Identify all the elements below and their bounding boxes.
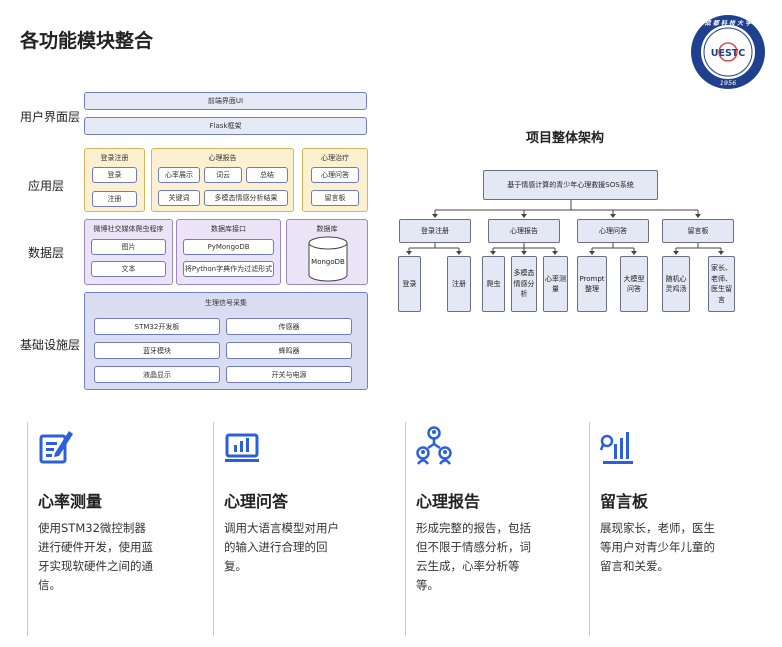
- logo-monogram: UESTC: [711, 48, 746, 59]
- tree-connectors: [406, 200, 724, 255]
- feature-card-report: 心理报告 形成完整的报告，包括但不限于情感分析，词云生成，心率分析等等。: [406, 422, 586, 640]
- app-therapy-panel: 心理治疗 心理问答 留言板: [302, 148, 368, 212]
- feature-title: 心率测量: [38, 492, 103, 511]
- feature-desc: 调用大语言模型对用户的输入进行合理的回复。: [224, 521, 339, 573]
- feature-divider: [589, 422, 590, 636]
- login-button[interactable]: 登录: [92, 167, 137, 183]
- switch-power-button[interactable]: 开关与电源: [226, 366, 352, 383]
- sensor-button[interactable]: 传感器: [226, 318, 352, 335]
- summary-button[interactable]: 总结: [246, 167, 288, 183]
- data-db-api-title: 数据库接口: [211, 225, 246, 233]
- flask-framework-bar: Flask框架: [84, 117, 367, 135]
- word-cloud-button[interactable]: 词云: [204, 167, 242, 183]
- infra-panel: 生理信号采集 STM32开发板 传感器 蓝牙模块 蜂鸣器 液晶显示 开关与电源: [84, 292, 368, 390]
- user-network-icon: [416, 426, 452, 465]
- tree-branch-login: 登录注册: [399, 219, 471, 243]
- feature-card-heart-rate: 心率测量 使用STM32微控制器进行硬件开发，使用蓝牙实现软硬件之间的通信。: [28, 422, 208, 640]
- logo-year: 1956: [720, 79, 737, 87]
- bar-chart-monitor-icon: [225, 433, 259, 462]
- feature-card-message-board: 留言板 展现家长，老师，医生等用户对青少年儿童的留言和关爱。: [590, 422, 770, 640]
- tree-leaf-crawler: 爬虫: [482, 256, 505, 312]
- tree-branch-report: 心理报告: [488, 219, 560, 243]
- feature-title: 心理问答: [224, 492, 289, 511]
- tree-leaf-chicken-soup: 随机心灵鸡汤: [662, 256, 690, 312]
- feature-divider: [213, 422, 214, 636]
- bluetooth-module-button[interactable]: 蓝牙模块: [94, 342, 220, 359]
- app-report-panel: 心理报告 心率展示 词云 总结 关键词 多模态情感分析结果: [151, 148, 294, 212]
- infra-title: 生理信号采集: [205, 299, 247, 307]
- heart-rate-display-button[interactable]: 心率展示: [158, 167, 200, 183]
- register-button[interactable]: 注册: [92, 191, 137, 207]
- tree-leaf-heart-rate: 心率测量: [543, 256, 568, 312]
- layer-label-app: 应用层: [28, 179, 65, 193]
- feature-title: 留言板: [600, 492, 649, 511]
- app-report-title: 心理报告: [208, 154, 237, 162]
- logo-text-top: 成 都 科 技 大 学: [704, 19, 752, 27]
- tree-leaf-login: 登录: [398, 256, 421, 312]
- feature-title: 心理报告: [416, 492, 481, 511]
- app-therapy-title: 心理治疗: [321, 154, 349, 162]
- feature-divider: [27, 422, 28, 636]
- mongodb-label: MongoDB: [311, 258, 345, 266]
- data-crawler-title: 微博社交媒体爬虫程序: [93, 225, 164, 233]
- dict-filter-button[interactable]: 将Python字典作为过滤形式: [183, 261, 274, 277]
- app-login-panel: 登录注册 登录 注册: [84, 148, 145, 212]
- pymongodb-button[interactable]: PyMongoDB: [183, 239, 274, 255]
- chart-growth-icon: [600, 432, 633, 464]
- keywords-button[interactable]: 关键词: [158, 190, 200, 206]
- frontend-ui-bar: 前端界面UI: [84, 92, 367, 110]
- tree-leaf-llm-qa: 大模型问答: [620, 256, 648, 312]
- feature-desc: 形成完整的报告，包括但不限于情感分析，词云生成，心率分析等等。: [416, 521, 531, 592]
- tree-leaf-prompt: Prompt整理: [577, 256, 607, 312]
- layer-label-infra: 基础设施层: [20, 338, 81, 352]
- feature-desc: 使用STM32微控制器进行硬件开发，使用蓝牙实现软硬件之间的通信。: [38, 521, 153, 592]
- message-board-button[interactable]: 留言板: [311, 190, 359, 206]
- crawler-text-button[interactable]: 文本: [91, 261, 166, 277]
- layer-label-data: 数据层: [28, 246, 65, 260]
- tree-leaf-register: 注册: [447, 256, 471, 312]
- lcd-display-button[interactable]: 液晶显示: [94, 366, 220, 383]
- tree-leaf-messages: 家长、老师、医生留言: [708, 256, 735, 312]
- tree-branch-qa: 心理问答: [577, 219, 649, 243]
- stm32-board-button[interactable]: STM32开发板: [94, 318, 220, 335]
- page-title: 各功能模块整合: [20, 30, 154, 52]
- data-db-title: 数据库: [316, 225, 338, 233]
- multimodal-result-button[interactable]: 多模态情感分析结果: [204, 190, 288, 206]
- tree-root-node: 基于情感计算的青少年心理救援SOS系统: [483, 170, 658, 200]
- tree-title: 项目整体架构: [526, 131, 605, 146]
- buzzer-button[interactable]: 蜂鸣器: [226, 342, 352, 359]
- feature-desc: 展现家长，老师，医生等用户对青少年儿童的留言和关爱。: [600, 521, 715, 573]
- psych-qa-button[interactable]: 心理问答: [311, 167, 359, 183]
- app-login-title: 登录注册: [100, 154, 129, 162]
- tree-leaf-multimodal: 多模态情感分析: [511, 256, 537, 312]
- feature-card-qa: 心理问答 调用大语言模型对用户的输入进行合理的回复。: [214, 422, 394, 640]
- crawler-image-button[interactable]: 图片: [91, 239, 166, 255]
- data-db-panel: 数据库 MongoDB: [286, 219, 368, 285]
- database-cylinder-icon: [308, 236, 348, 282]
- data-db-api-panel: 数据库接口 PyMongoDB 将Python字典作为过滤形式: [176, 219, 281, 285]
- layer-label-ui: 用户界面层: [20, 110, 81, 124]
- feature-divider: [405, 422, 406, 636]
- edit-document-icon: [39, 431, 73, 464]
- tree-branch-board: 留言板: [662, 219, 734, 243]
- university-logo: 成 都 科 技 大 学 UESTC 1956: [691, 15, 765, 89]
- data-crawler-panel: 微博社交媒体爬虫程序 图片 文本: [84, 219, 173, 285]
